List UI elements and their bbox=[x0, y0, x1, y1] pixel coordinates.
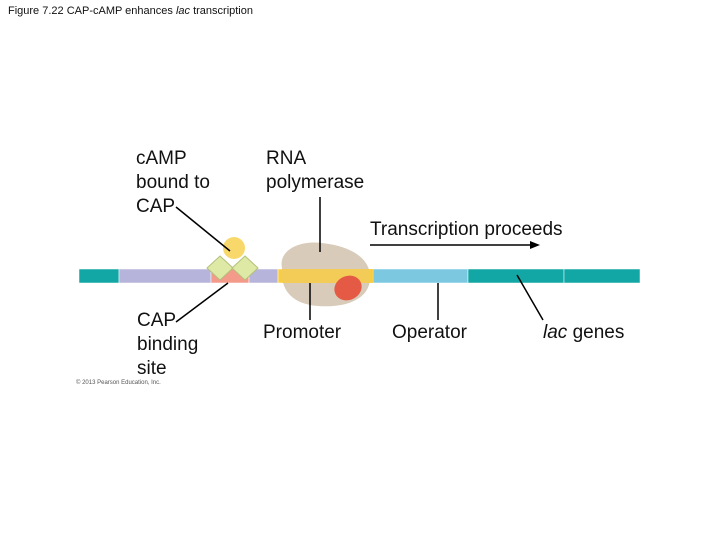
dna-segment-left bbox=[78, 268, 120, 284]
cap-binding-site-label: CAP binding site bbox=[137, 310, 199, 379]
cap-protein-left-subunit bbox=[206, 255, 234, 281]
rna-polymerase-label: RNA polymerase bbox=[266, 148, 365, 193]
lac-gene-segment-1 bbox=[467, 268, 565, 284]
rna-polymerase-core bbox=[334, 275, 362, 301]
operator-label: Operator bbox=[392, 322, 467, 343]
camp-label: cAMP bound to CAP bbox=[136, 148, 210, 217]
transcription-label: Transcription proceeds bbox=[370, 219, 563, 240]
figure-title: Figure 7.22 CAP-cAMP enhances lac transc… bbox=[8, 5, 253, 17]
cap-protein-right-subunit bbox=[231, 255, 259, 281]
dna-segment-lavender-1 bbox=[118, 268, 212, 284]
lac-gene-segment-2 bbox=[563, 268, 641, 284]
lac-genes-label: lac genes bbox=[543, 322, 625, 343]
camp-pointer-line bbox=[175, 206, 231, 252]
lac-pointer-line bbox=[516, 274, 544, 321]
camp-molecule bbox=[223, 237, 245, 259]
copyright-notice: © 2013 Pearson Education, Inc. bbox=[76, 380, 161, 386]
cap-site-pointer-line bbox=[175, 282, 229, 323]
operator-segment bbox=[372, 268, 469, 284]
transcription-arrowhead bbox=[530, 241, 540, 249]
promoter-label: Promoter bbox=[263, 322, 342, 343]
